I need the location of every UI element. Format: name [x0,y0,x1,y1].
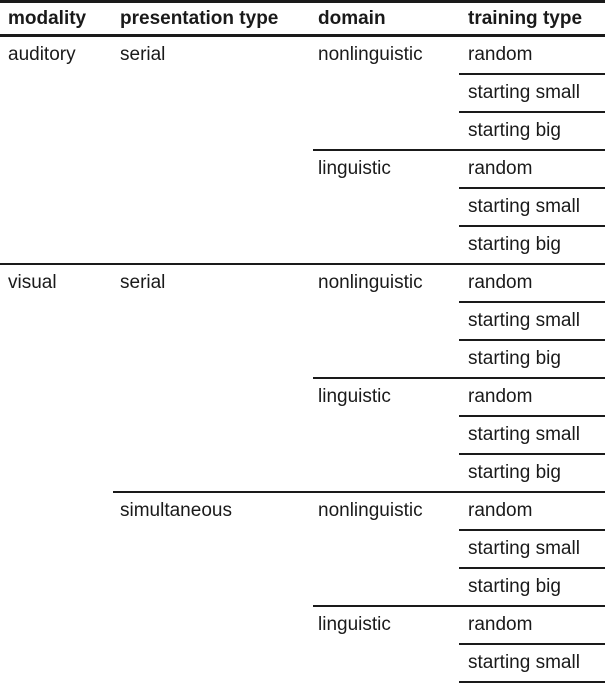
training-type-cell: starting small [459,302,605,341]
table-row: starting big [0,340,605,379]
training-type-cell: random [459,35,605,75]
training-type-cell: random [459,264,605,303]
table-row: starting small [0,644,605,683]
table-row: starting big [0,568,605,607]
table-row: starting big [0,226,605,265]
training-type-cell: starting small [459,530,605,569]
header-row: modality presentation type domain traini… [0,1,605,37]
table-row: starting big [0,454,605,493]
presentation-type-cell: serial [113,264,313,493]
training-type-cell: random [459,378,605,417]
table-row: starting small [0,416,605,455]
domain-cell: nonlinguistic [313,492,459,607]
header-domain: domain [313,1,459,37]
domain-cell: linguistic [313,606,459,685]
training-type-cell: starting small [459,74,605,113]
domain-cell: nonlinguistic [313,264,459,379]
modality-cell: auditory [0,35,113,265]
presentation-type-cell: simultaneous [113,492,313,685]
header-training-type: training type [459,1,605,37]
table-row: starting big [0,112,605,151]
training-type-cell: random [459,150,605,189]
table-row: starting small [0,74,605,113]
training-type-cell: random [459,492,605,531]
table-header: modality presentation type domain traini… [0,1,605,37]
domain-cell: nonlinguistic [313,35,459,151]
training-type-cell: starting big [459,340,605,379]
training-type-cell: starting big [459,682,605,685]
table-row: starting small [0,530,605,569]
training-type-cell: random [459,606,605,645]
training-type-cell: starting big [459,112,605,151]
training-type-cell: starting big [459,226,605,265]
modality-cell: visual [0,264,113,685]
training-type-cell: starting small [459,644,605,683]
domain-cell: linguistic [313,378,459,493]
domain-cell: linguistic [313,150,459,265]
table-row: starting small [0,302,605,341]
presentation-type-cell: serial [113,35,313,265]
training-type-cell: starting small [459,416,605,455]
table-row: starting big [0,682,605,685]
training-type-cell: starting small [459,188,605,227]
header-presentation-type: presentation type [113,1,313,37]
header-modality: modality [0,1,113,37]
training-type-cell: starting big [459,454,605,493]
table-row: starting small [0,188,605,227]
training-type-cell: starting big [459,568,605,607]
